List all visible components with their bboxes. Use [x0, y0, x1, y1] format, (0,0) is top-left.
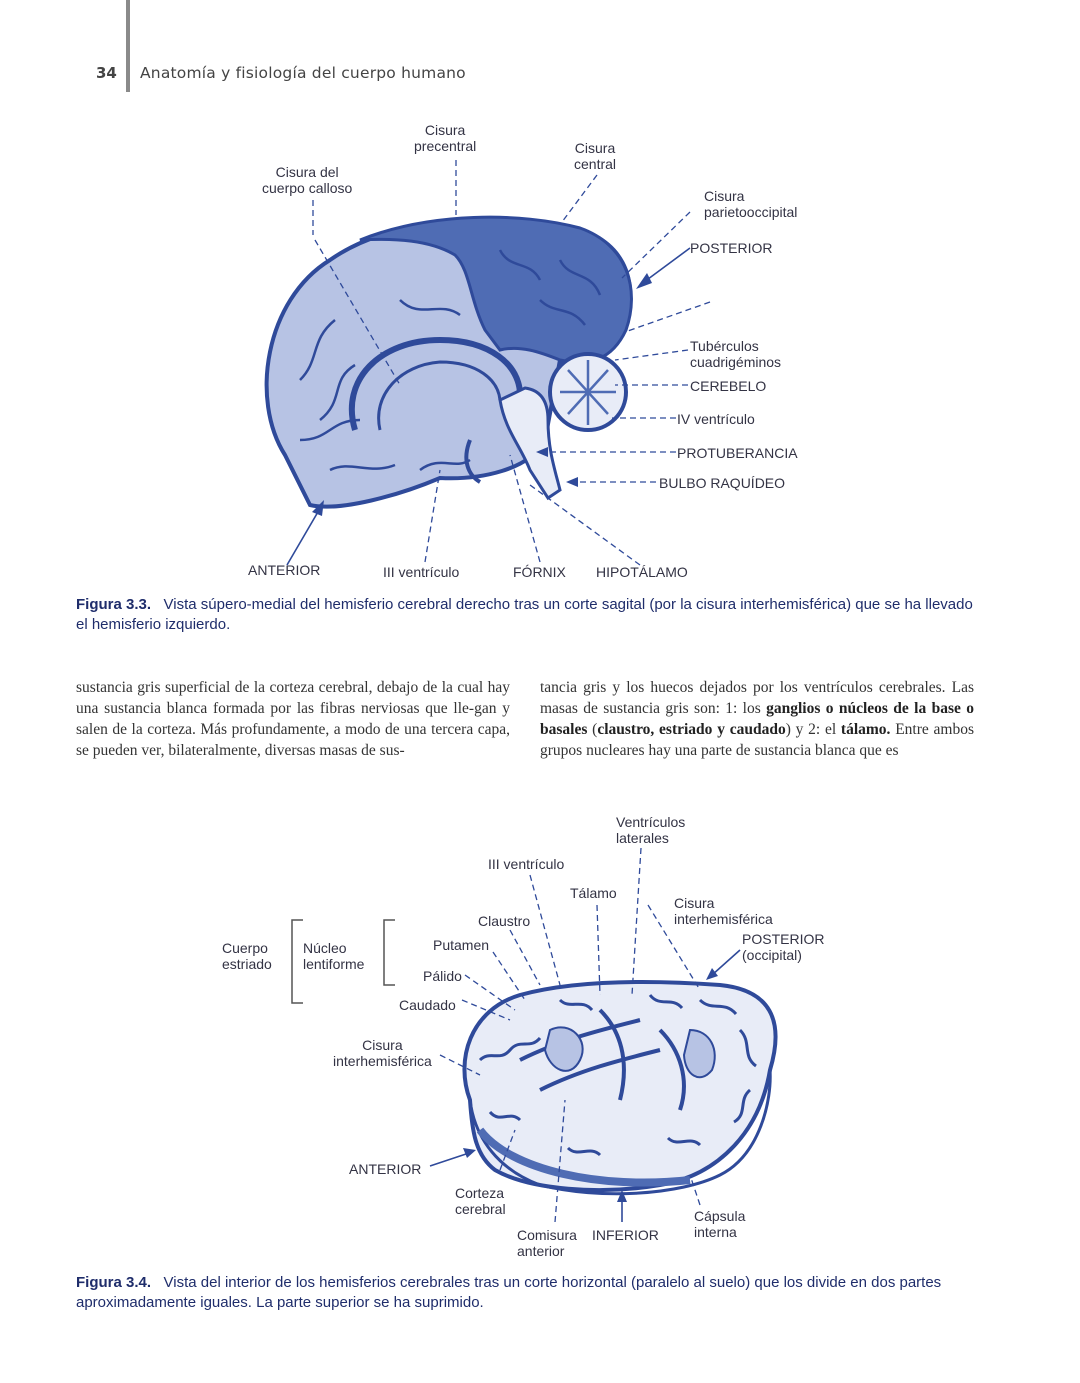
label-anterior-2: ANTERIOR: [349, 1161, 422, 1177]
label-cerebelo: CEREBELO: [690, 378, 767, 394]
label-tuberculos: Tubérculos cuadrigéminos: [690, 338, 782, 370]
label-posterior: POSTERIOR: [690, 240, 773, 256]
label-posterior-occipital: POSTERIOR (occipital): [742, 931, 825, 963]
label-iv-ventriculo: IV ventrículo: [677, 411, 755, 427]
caption-label: Figura 3.3.: [76, 596, 152, 613]
label-talamo: Tálamo: [570, 885, 617, 901]
label-cisura-cuerpo-calloso: Cisura del cuerpo calloso: [262, 164, 353, 196]
running-title: Anatomía y fisiología del cuerpo humano: [140, 64, 466, 82]
caption-text-2: Vista del interior de los hemisferios ce…: [76, 1274, 942, 1311]
label-nucleo-lentiforme: Núcleo lentiforme: [303, 940, 365, 972]
label-capsula-interna: Cápsula interna: [694, 1208, 746, 1240]
page-number: 34: [96, 64, 117, 82]
body-text-left: sustancia gris superficial de la corteza…: [76, 679, 510, 759]
label-cisura-precentral: Cisura precentral: [414, 122, 477, 154]
figure-3-4-caption: Figura 3.4. Vista del interior de los he…: [76, 1273, 981, 1313]
label-cisura-central: Cisura central: [574, 140, 617, 172]
caption-label-2: Figura 3.4.: [76, 1274, 152, 1291]
label-iii-ventriculo: III ventrículo: [383, 564, 460, 580]
label-protuberancia: PROTUBERANCIA: [677, 445, 798, 461]
label-caudado: Caudado: [399, 997, 456, 1013]
label-iii-ventriculo-2: III ventrículo: [488, 856, 565, 872]
label-cisura-interhemisferica-left: Cisura interhemisférica: [333, 1037, 432, 1069]
label-hipotalamo: HIPOTÁLAMO: [596, 564, 688, 580]
figure-3-3-caption: Figura 3.3. Vista súpero-medial del hemi…: [76, 595, 981, 635]
label-comisura-anterior: Comisura anterior: [517, 1227, 577, 1259]
label-bulbo-raquideo: BULBO RAQUÍDEO: [659, 475, 786, 491]
figure-3-3-illustration: [264, 160, 711, 566]
label-ventriculos-laterales: Ventrículos laterales: [616, 814, 686, 846]
label-anterior: ANTERIOR: [248, 562, 321, 578]
label-cuerpo-estriado: Cuerpo estriado: [222, 940, 272, 972]
body-text-right: tancia gris y los huecos dejados por los…: [540, 679, 974, 759]
header-rule: [126, 0, 130, 92]
label-fornix: FÓRNIX: [513, 564, 566, 580]
label-putamen: Putamen: [433, 937, 490, 953]
label-claustro: Claustro: [478, 913, 531, 929]
caption-text: Vista súpero-medial del hemisferio cereb…: [76, 596, 973, 633]
label-palido: Pálido: [423, 968, 462, 984]
label-corteza-cerebral: Corteza cerebral: [455, 1185, 506, 1217]
label-cisura-interhemisferica-top: Cisura interhemisférica: [674, 895, 773, 927]
label-cisura-parietooccipital: Cisura parietooccipital: [704, 188, 798, 220]
label-inferior: INFERIOR: [592, 1227, 659, 1243]
